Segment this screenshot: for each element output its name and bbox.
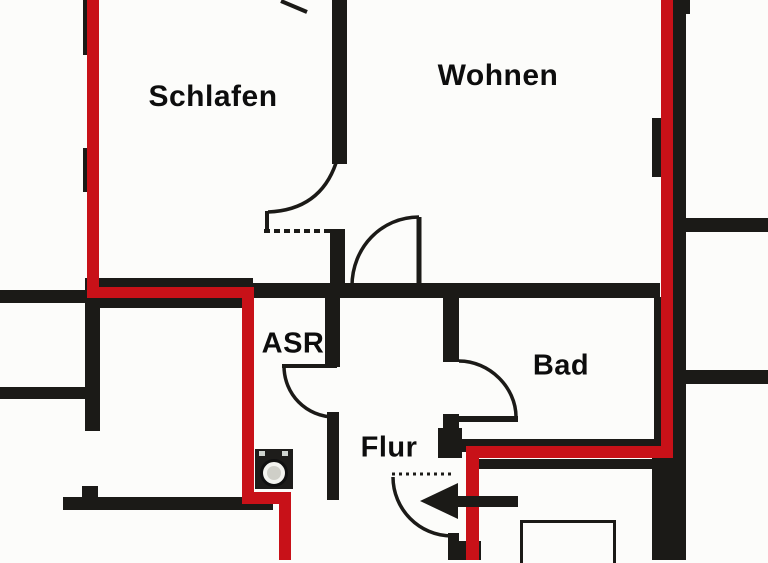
room-label-wohnen: Wohnen [437,59,559,92]
asr-door-arc [282,365,336,419]
outline-tail-left [279,492,291,560]
outline-right [661,0,673,456]
wall-right-horizontal-upper [686,218,768,232]
wall-wohnen-bottom [250,283,660,298]
washing-machine-icon [255,449,293,489]
wall-bottom-right-block [652,443,686,560]
wall-left-horizontal-main [0,290,100,303]
wall-asr-flur-lower [327,412,339,500]
room-label-asr: ASR [261,327,325,360]
wall-bad-right-thin [654,297,662,443]
wall-bottom-left [63,497,273,510]
wall-right-outer [672,0,686,458]
outline-schlafen-bottom [87,287,253,298]
washer-knob [282,451,288,456]
wall-kitchen-top [478,459,653,469]
wall-left-patch-b [83,148,89,192]
left-arrow-icon [420,483,518,519]
room-label-flur: Flur [360,431,418,464]
wall-schlafen-wohnen-divider-lower [330,229,345,286]
wohnen-door-arc [350,215,420,287]
wall-right-sliver [652,118,662,177]
wall-entrance-jamb-a [448,533,459,560]
outline-bad-bottom [466,446,673,458]
wall-right-notch [684,0,690,14]
wall-radiator-bump [82,486,98,497]
outline-asr-left [242,287,254,504]
bad-door-arc [458,359,518,418]
wall-asr-flur-upper [325,291,340,367]
kitchen-fixture-outline [520,520,616,563]
wall-left-patch-a [83,0,89,55]
wall-schlafen-wohnen-divider-upper [332,0,347,164]
outline-asr-bottom-jog [242,492,291,504]
wall-left-horizontal-stub [0,387,95,399]
washer-drum-inner [267,466,281,480]
entrance-door-arc [391,476,453,538]
outline-left [87,0,99,292]
wall-bad-left-upper [443,291,459,362]
schlafen-door-arc [267,162,338,214]
washer-drum [260,459,288,487]
room-label-bad: Bad [532,349,590,382]
wall-right-horizontal-lower [683,370,768,384]
room-label-schlafen: Schlafen [148,80,278,113]
washer-knob [259,451,265,456]
balcony-door-stub [280,0,308,14]
